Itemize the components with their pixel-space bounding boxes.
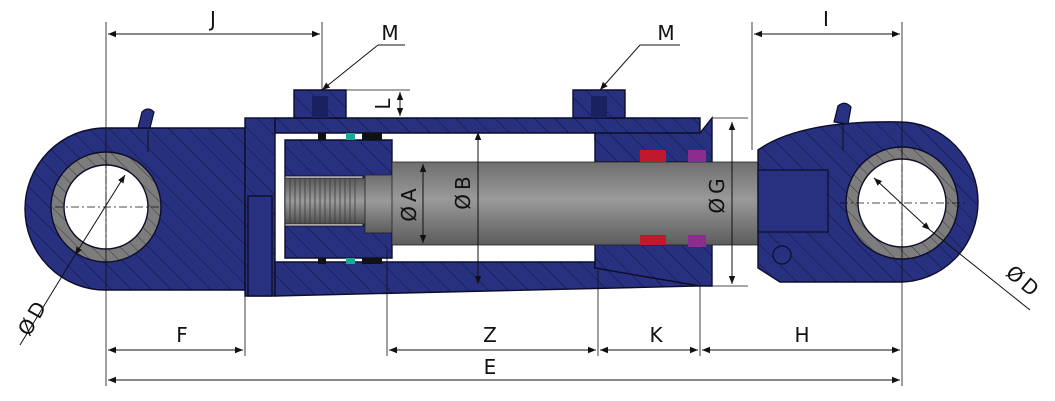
piston-rod	[364, 150, 761, 247]
rear-eye	[24, 108, 246, 291]
dimension-lines	[19, 22, 1031, 386]
label-e: E	[484, 355, 497, 379]
rod-eye	[757, 102, 979, 283]
piston-seal-teal-bottom	[346, 258, 355, 264]
label-h: H	[794, 323, 809, 347]
label-diameter-b: ØB	[451, 176, 475, 209]
label-diameter-d-right: ØD	[1001, 260, 1043, 301]
rod-seal-red-bottom	[640, 235, 666, 245]
grease-nipple-rod	[833, 102, 852, 125]
barrel	[244, 89, 713, 297]
label-i: I	[823, 7, 829, 31]
piston-seal-teal-top	[346, 133, 355, 140]
label-m-right: M	[657, 21, 674, 45]
label-l: L	[371, 98, 395, 110]
label-m-left: M	[381, 21, 398, 45]
label-diameter-g: ØG	[705, 178, 729, 213]
wiper-purple-top	[688, 150, 706, 162]
label-f: F	[176, 323, 188, 347]
clamp-bolt	[772, 245, 792, 265]
label-j: J	[208, 7, 216, 31]
label-z: Z	[483, 323, 497, 347]
label-diameter-a: ØA	[397, 188, 421, 222]
rod-seal-red-top	[640, 150, 666, 162]
wiper-purple-bottom	[688, 235, 706, 247]
label-k: K	[649, 323, 663, 347]
grease-nipple-rear	[137, 108, 155, 129]
